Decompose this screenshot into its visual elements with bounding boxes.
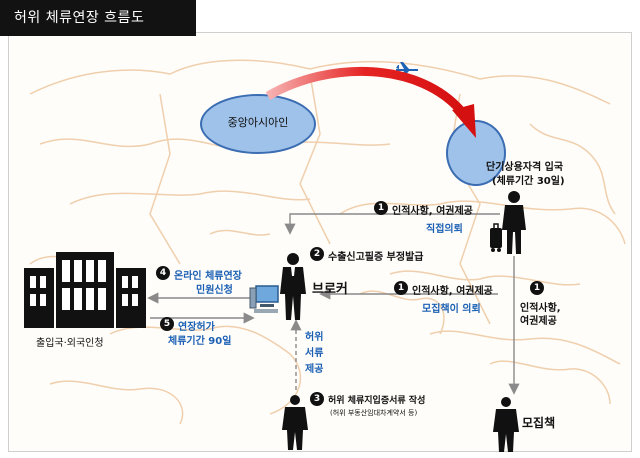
step4-badge: 4 [156, 266, 170, 280]
fake-docs-line1: 허위 [305, 332, 324, 343]
step5-line1: 연장허가 [178, 322, 215, 333]
step2-text: 수출신고필증 부정발급 [328, 252, 424, 263]
step1-top-text: 인적사항, 여권제공 [392, 206, 473, 217]
step3-sub: (허위 부동산임대차계약서 등) [330, 409, 418, 417]
diagram-frame [8, 32, 632, 452]
step5-line2: 체류기간 90일 [168, 336, 232, 347]
computer-icon [249, 285, 279, 313]
fake-docs-line3: 제공 [305, 364, 324, 375]
page-title: 허위 체류연장 흐름도 [0, 0, 196, 36]
step4-line2: 민원신청 [196, 285, 233, 296]
airplane-icon [396, 62, 418, 78]
step1-mid-sub: 모집책이 의뢰 [422, 304, 481, 315]
step1-top-sub: 직접의뢰 [426, 224, 463, 235]
step5-badge: 5 [160, 317, 174, 331]
step1-right-badge: 1 [530, 281, 544, 295]
step1-right-line2: 여권제공 [520, 316, 557, 327]
broker-icon [280, 253, 306, 320]
recruiter-label: 모집책 [522, 416, 556, 430]
step1-mid-badge: 1 [394, 281, 408, 295]
step3-text: 허위 체류지입증서류 작성 [328, 396, 426, 406]
step4-line1: 온라인 체류연장 [174, 271, 242, 282]
step2-badge: 2 [310, 247, 324, 261]
entry-label-line1: 단기상용자격 입국 [486, 162, 564, 173]
fake-docs-line2: 서류 [305, 348, 324, 359]
entry-label-line2: (체류기간 30일) [492, 176, 565, 187]
step1-top-badge: 1 [374, 201, 388, 215]
step3-badge: 3 [310, 392, 324, 406]
world-map [29, 59, 626, 425]
building-icon [24, 252, 146, 328]
broker-label: 브로커 [312, 282, 348, 297]
step1-right-line1: 인적사항, [520, 303, 561, 314]
traveler-icon [490, 191, 526, 254]
recruiter-icon [493, 397, 519, 452]
korea-region [446, 120, 506, 186]
writer-icon [282, 395, 308, 450]
office-label: 출입국·외국인청 [36, 338, 104, 349]
central-asia-label: 중앙아시아인 [227, 116, 289, 129]
step1-mid-text: 인적사항, 여권제공 [412, 286, 493, 297]
central-asia-region [200, 94, 316, 154]
